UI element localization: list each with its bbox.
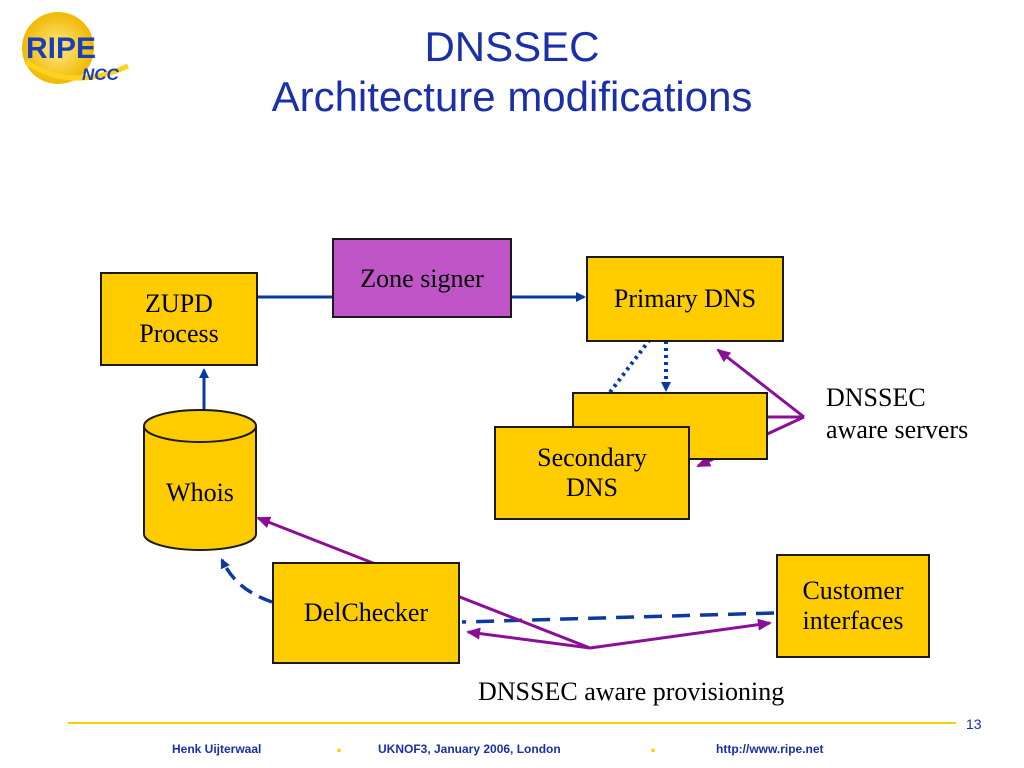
zupd-process-box: ZUPD Process (100, 272, 258, 366)
primary-to-secondary-dotted-arrow (584, 332, 656, 426)
page-number: 13 (966, 716, 982, 732)
primary-dns-label: Primary DNS (613, 284, 757, 313)
footer-url: http://www.ripe.net (716, 742, 824, 756)
zone-signer-box: Zone signer (332, 238, 512, 318)
secondary-dns-label-line-2: DNS (565, 473, 618, 502)
customer-to-whois-dashed-line (461, 611, 775, 624)
footer-divider (68, 722, 956, 724)
dnssec-aware-servers-caption: DNSSEC aware servers (826, 383, 969, 444)
secondary-dns-box: Secondary DNS (494, 426, 690, 520)
whois-label: Whois (166, 478, 234, 507)
dnssec-aware-provisioning-caption: DNSSEC aware provisioning (478, 677, 785, 706)
title-line-1: DNSSEC (424, 23, 600, 70)
customer-interfaces-box: Customer interfaces (776, 554, 930, 658)
provisioning-to-delchecker-arrow (466, 627, 591, 650)
footer-author: Henk Uijterwaal (172, 742, 262, 756)
zupd-label-line-1: ZUPD (145, 289, 213, 318)
footer-separator: . (650, 732, 657, 757)
primary-dns-box: Primary DNS (586, 256, 784, 342)
title-line-2: Architecture modifications (271, 73, 753, 120)
provisioning-to-customer-arrow (589, 618, 772, 650)
delchecker-label: DelChecker (303, 598, 429, 627)
customer-interfaces-label-line-2: interfaces (802, 606, 904, 635)
ripe-ncc-logo: RIPE NCC (22, 12, 130, 84)
servers-to-primary-arrow (716, 348, 805, 419)
svg-text:RIPE: RIPE (26, 32, 96, 65)
footer-event: UKNOF3, January 2006, London (378, 742, 561, 756)
customer-interfaces-label-line-1: Customer (802, 576, 904, 605)
svg-text:NCC: NCC (82, 65, 120, 84)
zone-signer-label: Zone signer (360, 264, 484, 293)
secondary-dns-label-line-1: Secondary (537, 443, 647, 472)
delchecker-box: DelChecker (272, 562, 460, 664)
zupd-label-line-2: Process (139, 319, 219, 348)
delchecker-to-whois-dashed-arrow (220, 558, 273, 604)
footer-separator: . (336, 732, 343, 757)
slide-title: DNSSEC Architecture modifications (0, 22, 1024, 122)
